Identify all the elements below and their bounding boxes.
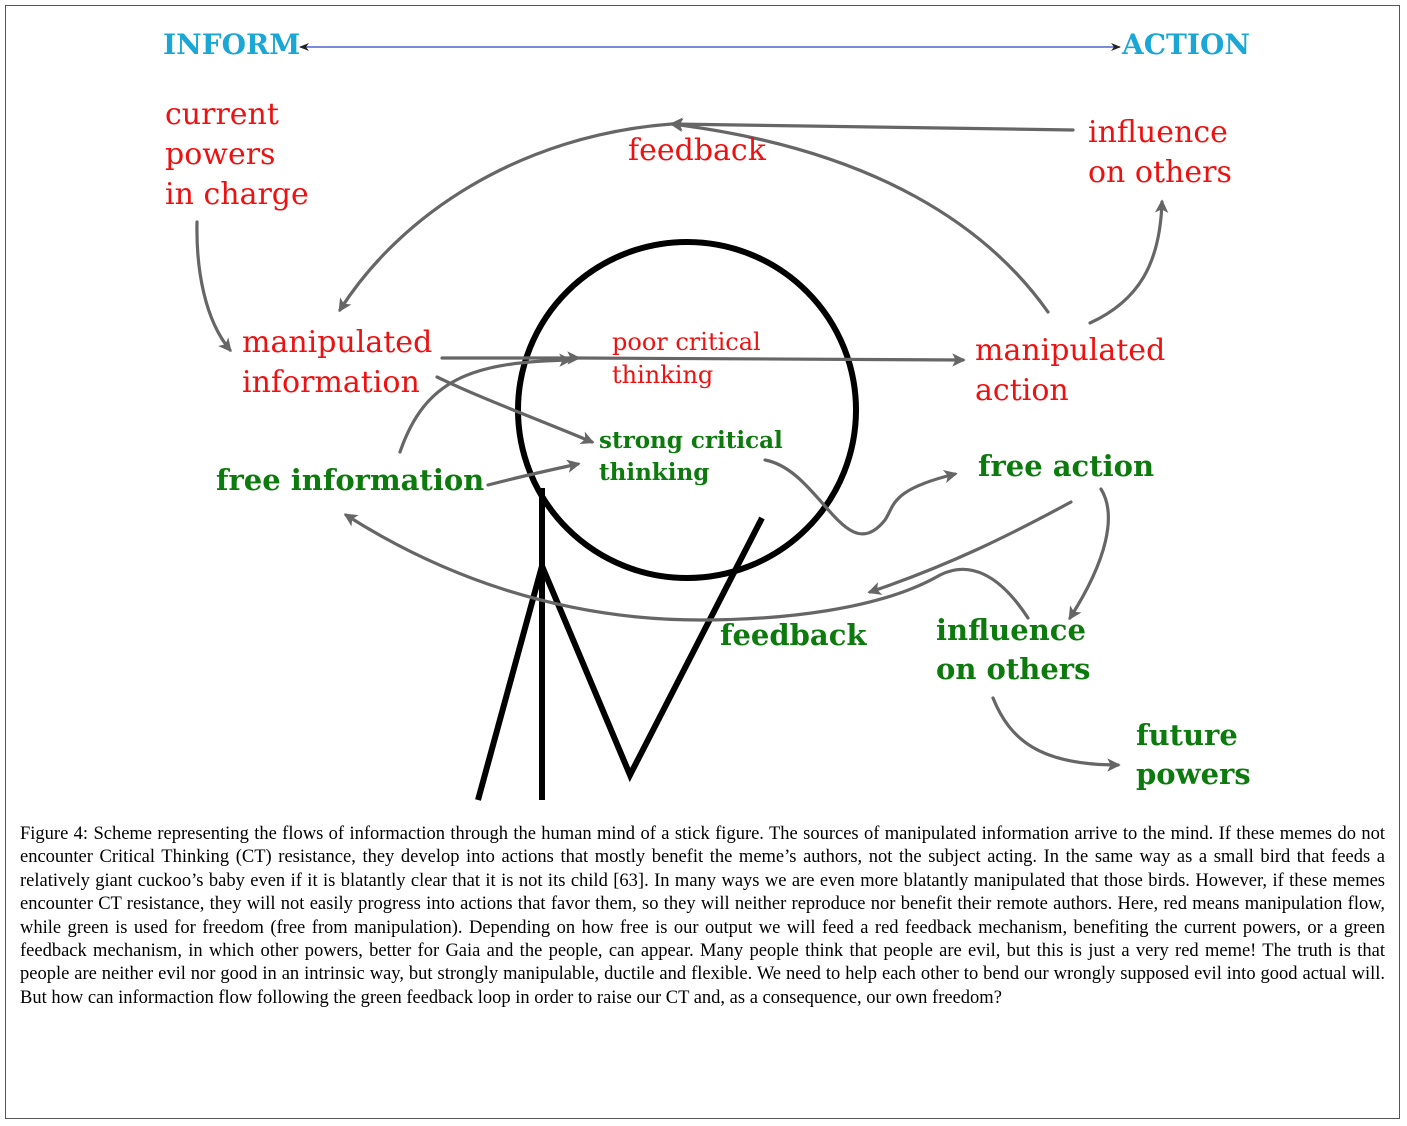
arrow-free-action-to-feedback-green [867, 500, 1073, 595]
inform-label: INFORM [163, 28, 301, 61]
feedback-green-label: feedback [720, 618, 867, 652]
free-action-label: free action [978, 449, 1155, 483]
arrow-influence-to-feedback-green [343, 513, 1030, 622]
influence-red-label: influence on others [1088, 115, 1232, 190]
current-powers-label: current powers in charge [165, 97, 309, 212]
future-powers-label: future powers [1136, 718, 1251, 791]
figure-frame [5, 5, 1400, 1119]
arrow-poor-ct-to-manipulated-action [576, 353, 966, 367]
feedback-red-label: feedback [628, 133, 766, 168]
stick-figure-head [515, 239, 859, 581]
arrow-influence-to-feedback-red [669, 117, 1075, 132]
influence-green-label: influence on others [936, 613, 1091, 686]
arrow-free-action-to-influence-green [1068, 487, 1110, 621]
arrow-free-info-to-poor-ct [398, 353, 573, 454]
free-information-label: free information [216, 463, 485, 497]
arrow-free-info-to-strong-ct [486, 459, 581, 487]
arrow-feedback-red-to-manipulated-info [338, 122, 674, 313]
figure-caption: Figure 4: Scheme representing the flows … [20, 824, 1385, 1008]
arrow-strong-ct-to-free-action [763, 458, 958, 536]
arrow-info-to-strong-ct [435, 375, 595, 445]
poor-critical-thinking-label: poor critical thinking [612, 328, 761, 389]
stick-figure-legs [475, 516, 765, 801]
stick-figure [475, 239, 859, 801]
manipulated-action-label: manipulated action [975, 333, 1166, 408]
strong-critical-thinking-label: strong critical thinking [599, 427, 783, 486]
arrow-action-to-feedback-red [669, 118, 1050, 314]
arrow-influence-to-future-powers [991, 696, 1121, 772]
action-label: ACTION [1122, 28, 1250, 61]
arrow-action-to-influence-red [1088, 199, 1169, 325]
arrow-powers-to-manipulated-info [195, 220, 232, 353]
manipulated-information-label: manipulated information [242, 325, 433, 400]
